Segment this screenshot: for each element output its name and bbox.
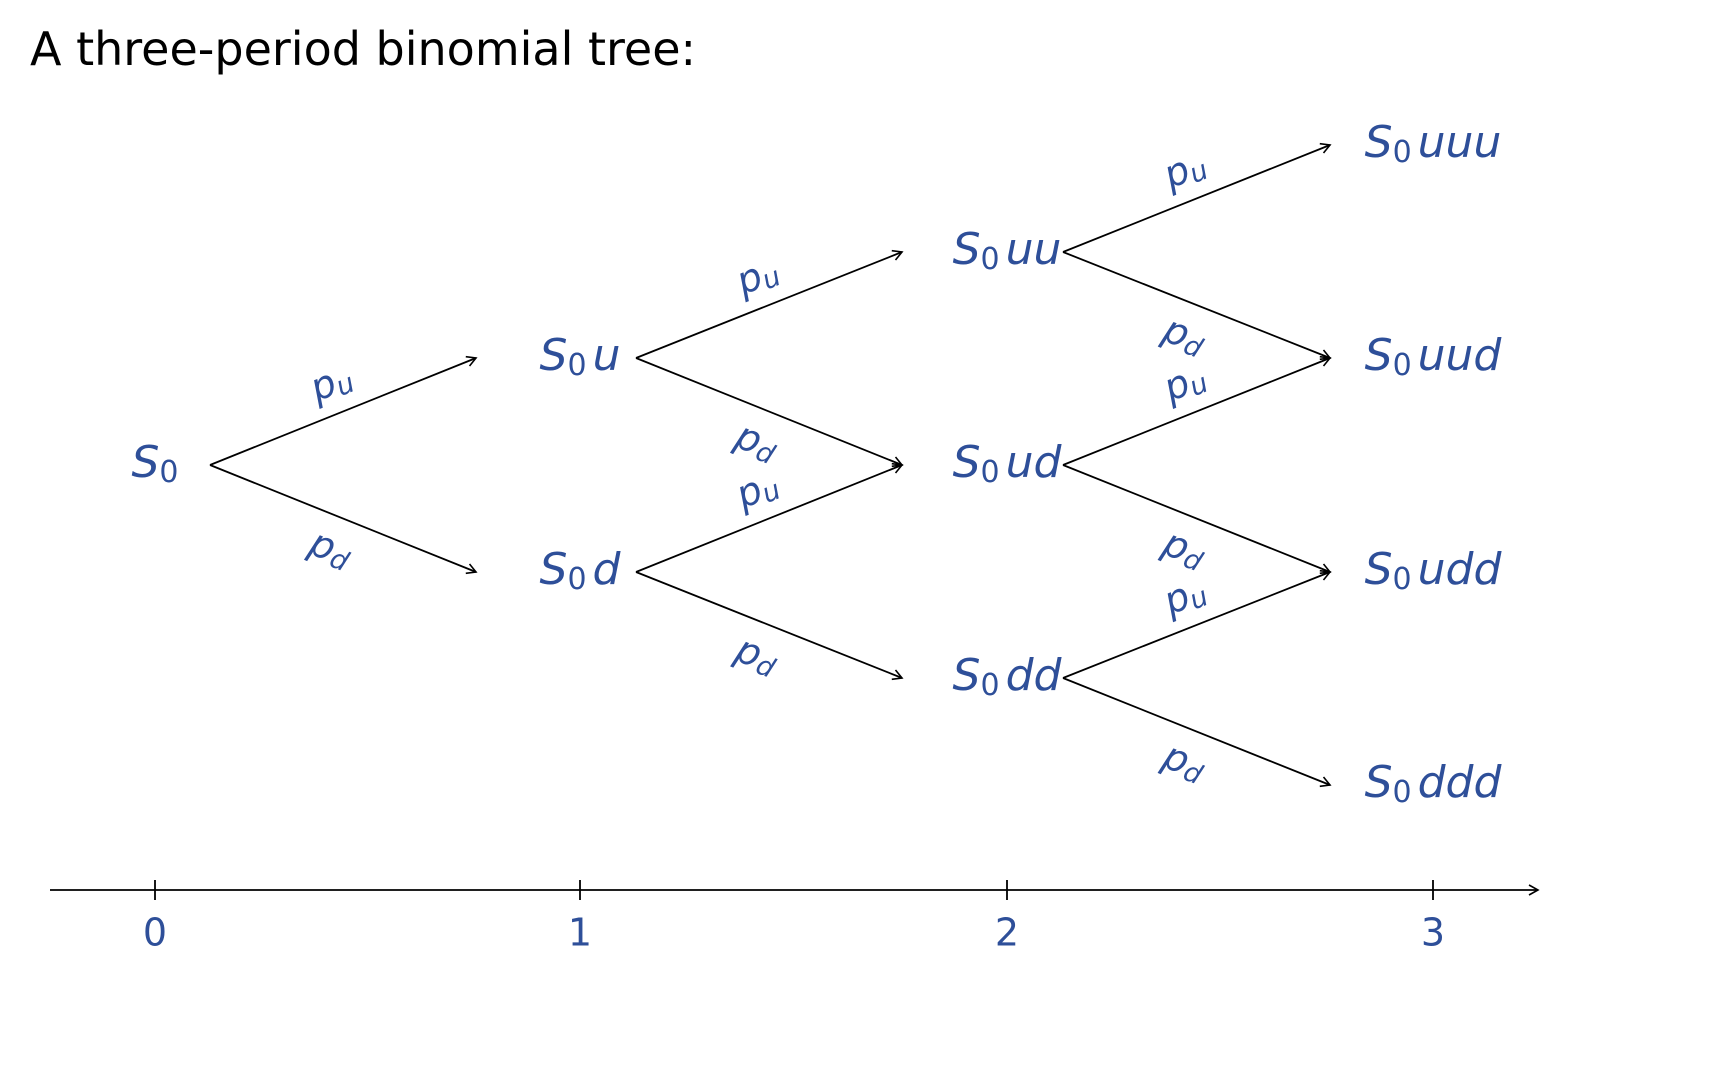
axis-tick-label-0: 0: [143, 911, 167, 955]
axis-tick-label-2: 2: [995, 911, 1019, 955]
edge-label-u-ud: pd: [728, 412, 785, 471]
tree-edge-n0-d: [209, 464, 478, 575]
edge-label-d-dd: pd: [728, 626, 785, 685]
edge-label-n0-d: pd: [302, 519, 359, 578]
page-title: A three-period binomial tree:: [30, 22, 697, 76]
axis-tick-label-1: 1: [568, 911, 592, 955]
tree-edge-uu-uud: [1062, 251, 1332, 361]
tree-edge-ud-udd: [1062, 464, 1332, 575]
edge-label-n0-u: pu: [303, 353, 359, 411]
tree-edge-d-ud: [635, 462, 904, 573]
edge-label-dd-ddd: pd: [1156, 732, 1213, 791]
edge-label-d-ud: pu: [729, 460, 785, 518]
tree-edges: [209, 142, 1332, 788]
tree-edge-u-uu: [635, 249, 904, 359]
edge-label-uu-uud: pd: [1156, 306, 1213, 365]
tree-edge-u-ud: [635, 357, 904, 468]
tree-edge-dd-ddd: [1062, 677, 1332, 788]
tree-edge-dd-udd: [1062, 569, 1332, 679]
edge-label-u-uu: pu: [729, 247, 785, 305]
edge-label-uu-uuu: pu: [1156, 140, 1212, 198]
axis-tick-label-3: 3: [1421, 911, 1445, 955]
edge-label-ud-uud: pu: [1156, 353, 1212, 411]
edge-label-ud-udd: pd: [1156, 519, 1213, 578]
tree-edge-n0-u: [209, 355, 478, 466]
tree-edge-d-dd: [635, 571, 904, 681]
tree-edge-ud-uud: [1062, 355, 1332, 466]
tree-node-n0: S0: [131, 437, 178, 490]
edge-label-dd-udd: pu: [1156, 567, 1212, 625]
time-axis: 0 1 2 3: [50, 880, 1540, 955]
tree-edge-uu-uuu: [1062, 142, 1332, 253]
